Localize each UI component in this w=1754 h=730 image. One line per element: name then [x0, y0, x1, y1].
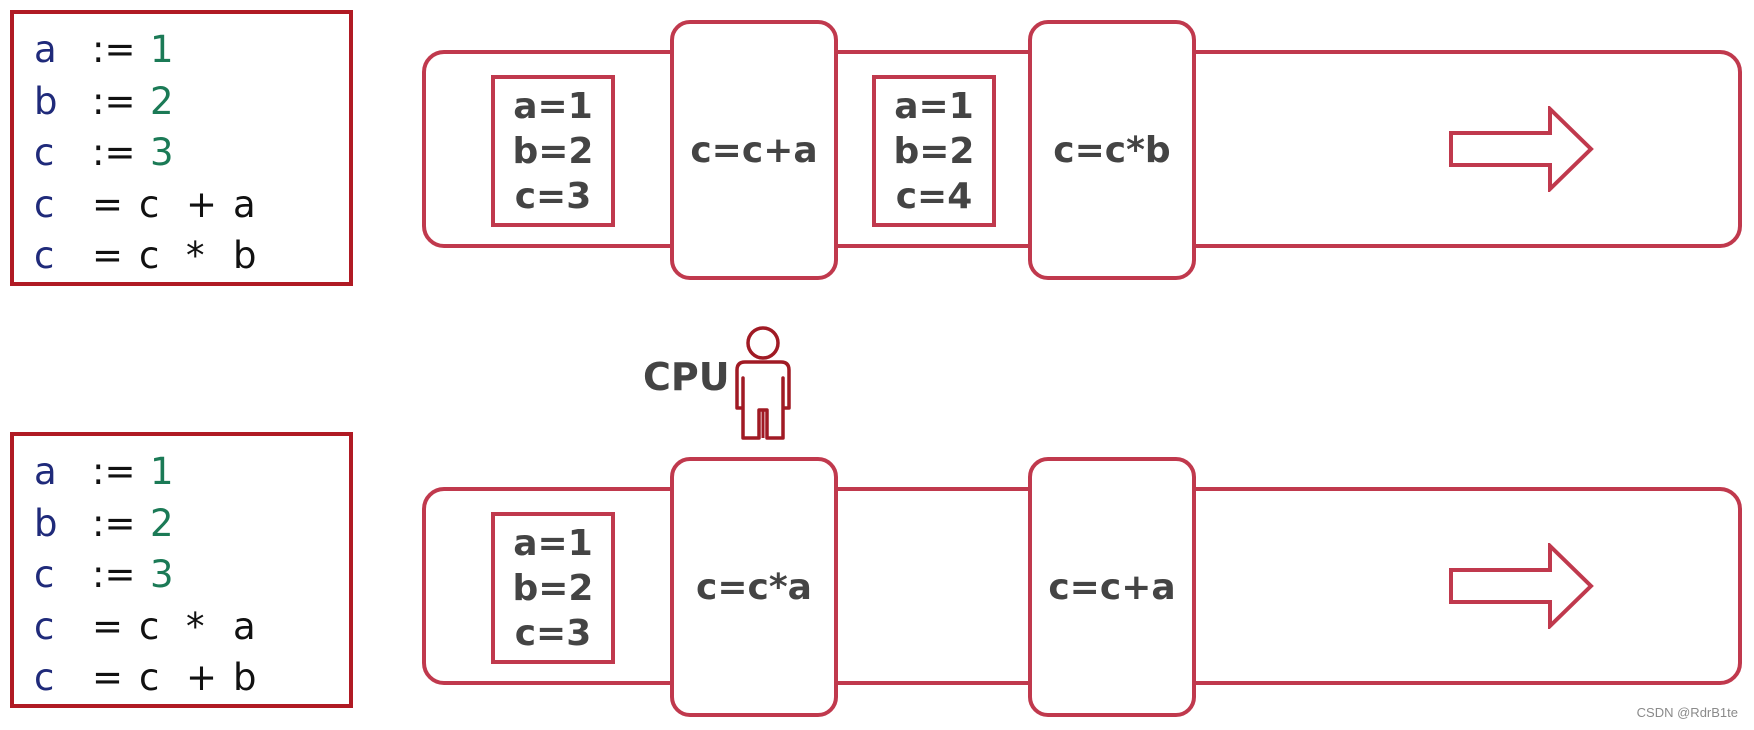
- state-value: b=2: [512, 567, 594, 609]
- state-box: a=1 b=2 c=3: [491, 512, 615, 664]
- operation-label: c=c*a: [696, 566, 812, 608]
- code-line: c = c * b: [34, 230, 349, 282]
- code-number: 2: [150, 501, 174, 545]
- code-operator: :=: [92, 131, 136, 174]
- person-icon: [735, 326, 791, 440]
- code-operator: :=: [92, 553, 136, 596]
- code-operand: c: [139, 182, 160, 226]
- code-operand: c: [139, 234, 160, 277]
- code-operator: =: [92, 234, 124, 277]
- state-box: a=1 b=2 c=3: [491, 75, 615, 227]
- code-variable: c: [34, 182, 55, 226]
- code-variable: a: [34, 28, 57, 71]
- code-line: c := 3: [34, 549, 349, 601]
- code-operator: :=: [92, 501, 136, 545]
- watermark-credit: CSDN @RdrB1te: [1636, 705, 1738, 720]
- code-variable: c: [34, 131, 55, 174]
- right-arrow-icon: [1449, 106, 1594, 192]
- code-number: 3: [150, 553, 174, 596]
- code-operator: =: [92, 182, 124, 226]
- code-line: a := 1: [34, 24, 349, 76]
- code-operand: b: [233, 656, 257, 699]
- code-line: c = c + a: [34, 179, 349, 231]
- state-value: a=1: [513, 522, 593, 564]
- code-operator: :=: [92, 28, 136, 71]
- code-operator: =: [92, 604, 124, 648]
- code-operand: b: [233, 234, 257, 277]
- right-arrow-icon: [1449, 543, 1594, 629]
- code-operator: :=: [92, 79, 136, 123]
- code-variable: c: [34, 553, 55, 596]
- code-line: b := 2: [34, 498, 349, 550]
- code-operand: a: [233, 182, 256, 226]
- operation-label: c=c*b: [1053, 129, 1171, 171]
- code-variable: b: [34, 501, 58, 545]
- cpu-label: CPU: [643, 355, 730, 399]
- code-operator: +: [186, 656, 218, 699]
- code-number: 3: [150, 131, 174, 174]
- code-line: c = c + b: [34, 652, 349, 704]
- state-value: c=3: [514, 612, 592, 654]
- state-value: b=2: [512, 130, 594, 172]
- state-value: a=1: [894, 85, 974, 127]
- code-number: 2: [150, 79, 174, 123]
- state-value: a=1: [513, 85, 593, 127]
- code-number: 1: [150, 450, 174, 493]
- code-operand: c: [139, 604, 160, 648]
- operation-label: c=c+a: [690, 129, 818, 171]
- state-value: c=4: [895, 175, 973, 217]
- state-value: b=2: [893, 130, 975, 172]
- code-line: a := 1: [34, 446, 349, 498]
- operation-label: c=c+a: [1048, 566, 1176, 608]
- code-variable: c: [34, 604, 55, 648]
- code-operator: *: [186, 604, 205, 648]
- code-box-program-2: a:=1 b:=2 c:=3 c=c*a c=c+b: [10, 432, 353, 708]
- code-operand: a: [233, 604, 256, 648]
- operation-block: c=c+a: [670, 20, 838, 280]
- code-variable: c: [34, 234, 55, 277]
- code-number: 1: [150, 28, 174, 71]
- state-value: c=3: [514, 175, 592, 217]
- code-operand: c: [139, 656, 160, 699]
- code-operator: =: [92, 656, 124, 699]
- operation-block: c=c*b: [1028, 20, 1196, 280]
- operation-block: c=c+a: [1028, 457, 1196, 717]
- code-line: c = c * a: [34, 601, 349, 653]
- code-line: b := 2: [34, 76, 349, 128]
- code-operator: :=: [92, 450, 136, 493]
- code-operator: *: [186, 234, 205, 277]
- code-variable: c: [34, 656, 55, 699]
- state-box: a=1 b=2 c=4: [872, 75, 996, 227]
- code-box-program-1: a:=1 b:=2 c:=3 c=c+a c=c*b: [10, 10, 353, 286]
- code-variable: a: [34, 450, 57, 493]
- operation-block: c=c*a: [670, 457, 838, 717]
- code-operator: +: [186, 182, 218, 226]
- code-variable: b: [34, 79, 58, 123]
- code-line: c := 3: [34, 127, 349, 179]
